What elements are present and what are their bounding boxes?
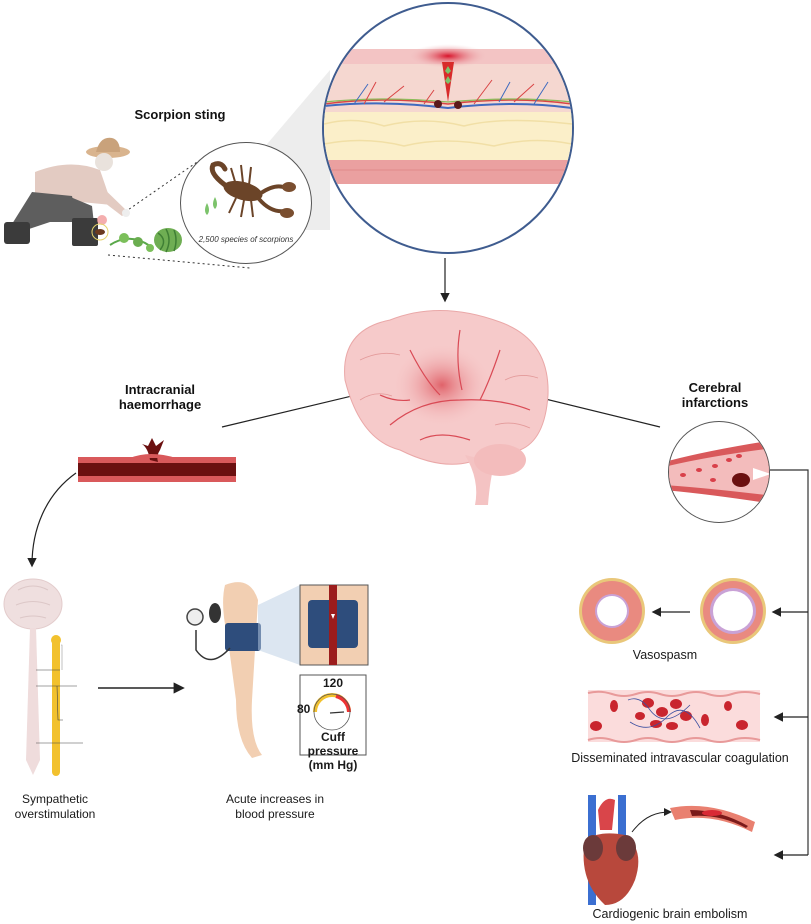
muscle-layer <box>324 160 572 184</box>
arrow-heart-to-vessel <box>631 808 672 833</box>
blood-pressure-label: Acute increases in blood pressure <box>225 792 325 821</box>
normal-vessel <box>713 591 753 631</box>
artery <box>329 585 337 665</box>
aorta <box>598 798 615 830</box>
cuff-pressure-label: Cuff pressure (mm Hg) <box>307 730 359 772</box>
bp-cuff-icon <box>225 623 261 651</box>
infarction-circle <box>668 421 770 523</box>
embolus-icon <box>702 810 722 816</box>
scorpion-icon <box>205 161 296 218</box>
blocked-vessel-icon <box>669 440 769 504</box>
blood-splash-icon <box>142 438 164 462</box>
species-caption: 2,500 species of scorpions <box>198 235 294 244</box>
bracket-line <box>770 469 809 855</box>
manometer-icon <box>186 608 204 626</box>
gauge-needle <box>329 711 345 714</box>
dic-label: Disseminated intravascular coagulation <box>571 751 789 765</box>
arrow-haemorrhage-to-spine <box>27 472 77 568</box>
cerebral-infarctions-label: Cerebral infarctions <box>681 380 749 410</box>
gauge-high-value: 120 <box>322 676 344 690</box>
scorpion-zoom-circle: 2,500 species of scorpions <box>180 142 312 264</box>
dotted-zoom-line-bottom <box>107 254 251 269</box>
vasospasm-label: Vasospasm <box>632 648 698 662</box>
sympathetic-chain <box>51 635 61 776</box>
scorpion-sting-label: Scorpion sting <box>134 107 226 122</box>
venom-drop-icon <box>205 203 209 215</box>
gauge-box <box>299 674 367 756</box>
scorpion-small-icon <box>95 229 105 235</box>
occluded-vessel <box>670 805 755 832</box>
gauge-low-value: 80 <box>297 702 311 716</box>
dotted-zoom-line-top <box>124 159 201 213</box>
skin-section-circle <box>322 2 574 254</box>
spinal-cord <box>26 628 40 775</box>
sympathetic-label: Sympathetic overstimulation <box>14 792 96 821</box>
intracranial-haemorrhage-label: Intracranial haemorrhage <box>118 382 202 412</box>
bulb-icon <box>209 603 221 623</box>
constricted-vessel <box>597 596 627 626</box>
clot-icon <box>732 473 750 487</box>
skin-layers-illustration <box>324 44 572 184</box>
embolism-label: Cardiogenic brain embolism <box>592 907 748 921</box>
